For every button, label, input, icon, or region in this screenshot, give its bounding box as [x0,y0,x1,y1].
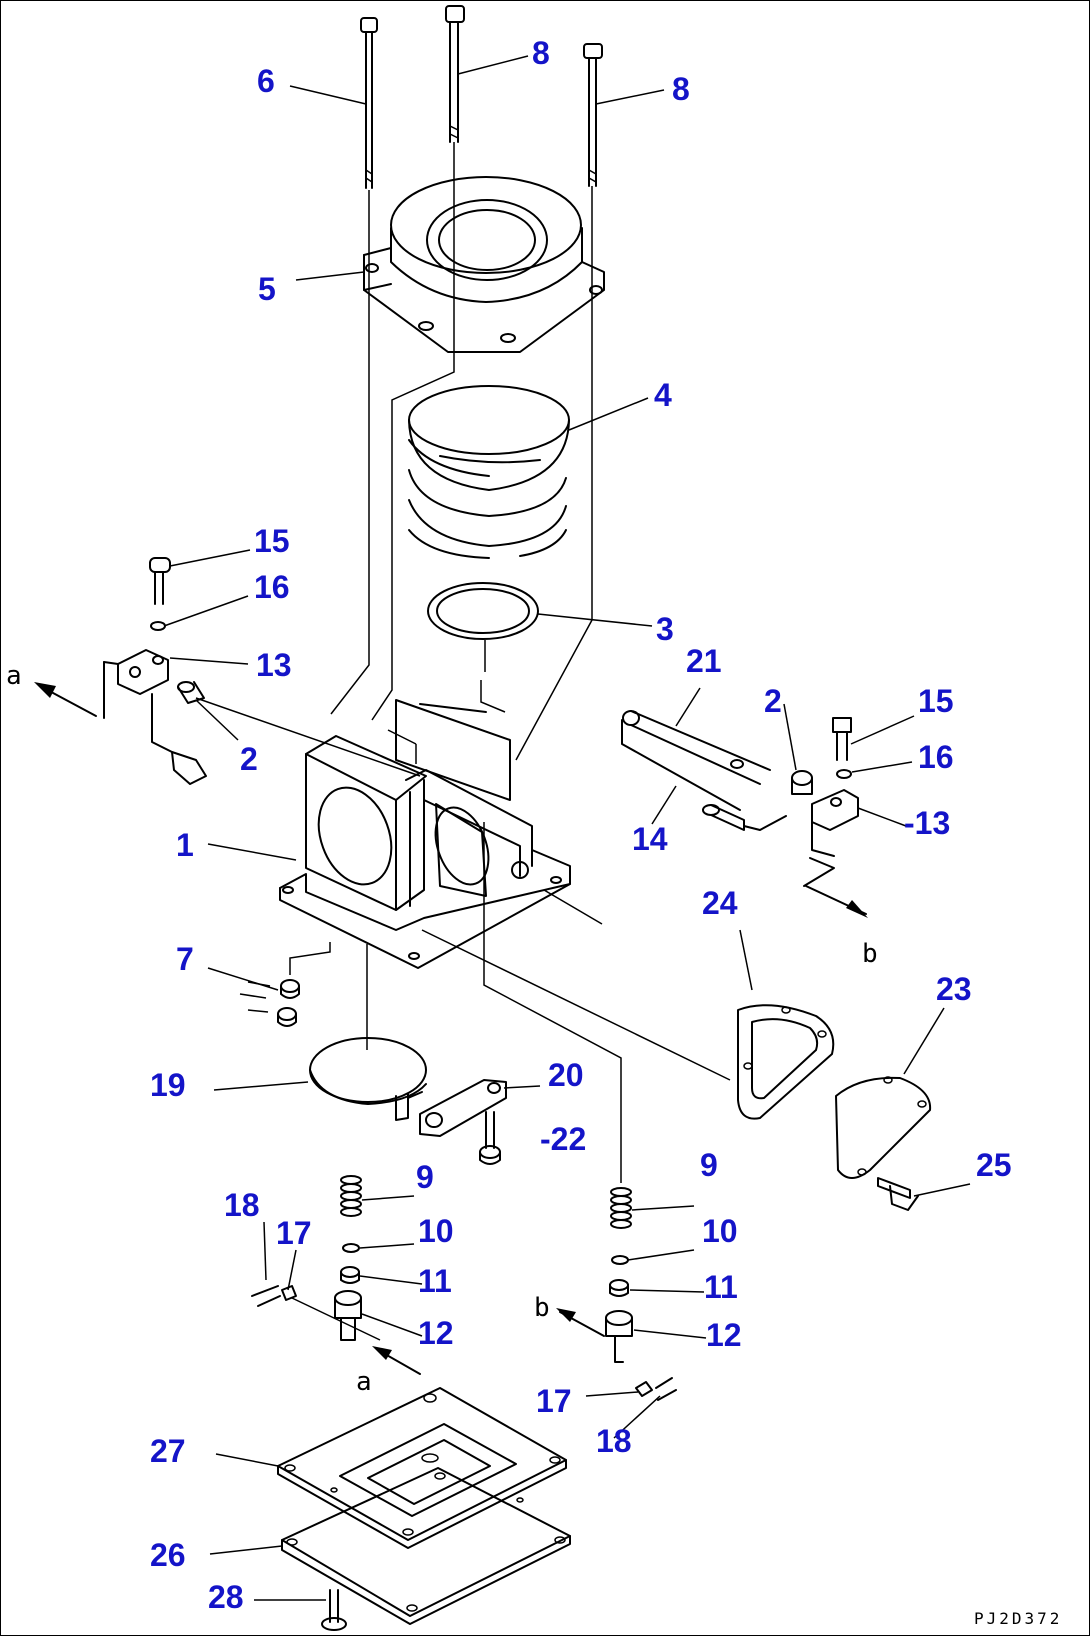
label-18: 18 [224,1187,260,1223]
label-20: 20 [548,1057,584,1093]
nut-7-lower [277,1007,297,1027]
nut-7-upper [280,979,300,999]
washer-10-right [611,1255,629,1265]
label-13: -13 [904,805,950,841]
label-19: 19 [150,1067,186,1103]
washer-16-left [150,621,166,631]
pin-17-right [635,1381,653,1397]
arrow-b-right [805,885,868,918]
clip-18-left [251,1285,281,1307]
label-1: 1 [176,827,194,863]
label-26: 26 [150,1537,186,1573]
bracket-13-right [803,789,859,887]
label-3: 3 [656,611,674,647]
cover-23 [835,1076,932,1179]
label-25: 25 [976,1147,1012,1183]
leader-lines [163,55,971,1601]
bellows-4 [408,385,570,559]
bolt-15-left [149,557,171,605]
label-6: 6 [257,63,275,99]
label-8: 8 [532,35,550,71]
washer-16-right [836,769,852,779]
label-9: 9 [416,1159,434,1195]
label-10: 10 [418,1213,454,1249]
pin-17-left [281,1285,381,1341]
view-marker-a: a [356,1367,372,1397]
shaft-21 [621,710,771,811]
arrow-b-lower [556,1308,605,1337]
pin-2-right [791,770,813,795]
collar-11-right [609,1279,629,1297]
cover-19 [309,1037,427,1121]
bolt-8-right [583,43,603,187]
label-12: 12 [706,1317,742,1353]
label-10: 10 [702,1213,738,1249]
label-15: 15 [254,523,290,559]
bolt-25 [877,1177,919,1211]
bolt-22 [479,1111,501,1165]
bolt-14 [702,804,787,831]
spring-9-right [610,1187,632,1229]
bracket-20 [419,1079,507,1137]
label-11: 11 [418,1263,452,1299]
label-14: 14 [632,821,668,857]
assembly-guide-lines [289,142,731,1183]
label-22: -22 [540,1121,586,1157]
label-8: 8 [672,71,690,107]
label-9: 9 [700,1147,718,1183]
clip-18-right [655,1377,677,1401]
label-17: 17 [536,1383,572,1419]
label-2: 2 [240,741,258,777]
arrow-a-lower [372,1346,421,1375]
label-28: 28 [208,1579,244,1615]
view-marker-b: b [534,1293,550,1323]
label-13: 13 [256,647,292,683]
label-12: 12 [418,1315,454,1351]
bracket-13-left [103,649,207,785]
drawing-code: PJ2D372 [974,1609,1062,1628]
bolt-15-right [832,717,852,761]
label-24: 24 [702,885,738,921]
label-23: 23 [936,971,972,1007]
washer-10-left [342,1243,360,1253]
label-15: 15 [918,683,954,719]
part-labels: 6 8 8 5 4 15 16 13 2 3 21 2 15 16 -13 14… [150,35,1012,1615]
pin-2-left [177,681,421,777]
label-21: 21 [686,643,722,679]
label-16: 16 [254,569,290,605]
spring-9-left [340,1175,362,1217]
plate-27 [277,1387,567,1549]
view-marker-b: b [862,939,878,969]
valve-12-right [605,1310,633,1363]
flange-5 [363,176,605,353]
gasket-24 [737,1004,835,1120]
label-2: 2 [764,683,782,719]
view-marker-a: a [6,661,22,691]
bolt-8-center [445,5,465,143]
valve-12-left [334,1290,362,1341]
label-18: 18 [596,1423,632,1459]
o-ring-3 [427,582,539,640]
bolt-6 [360,17,378,189]
view-markers: a b b a [6,661,878,1397]
arrow-a-left [34,682,97,717]
label-16: 16 [918,739,954,775]
label-27: 27 [150,1433,186,1469]
housing-1 [279,699,571,969]
label-7: 7 [176,941,194,977]
collar-11-left [340,1266,360,1284]
label-11: 11 [704,1269,738,1305]
label-5: 5 [258,271,276,307]
bolt-28 [321,1589,347,1631]
label-17: 17 [276,1215,312,1251]
label-4: 4 [654,377,672,413]
